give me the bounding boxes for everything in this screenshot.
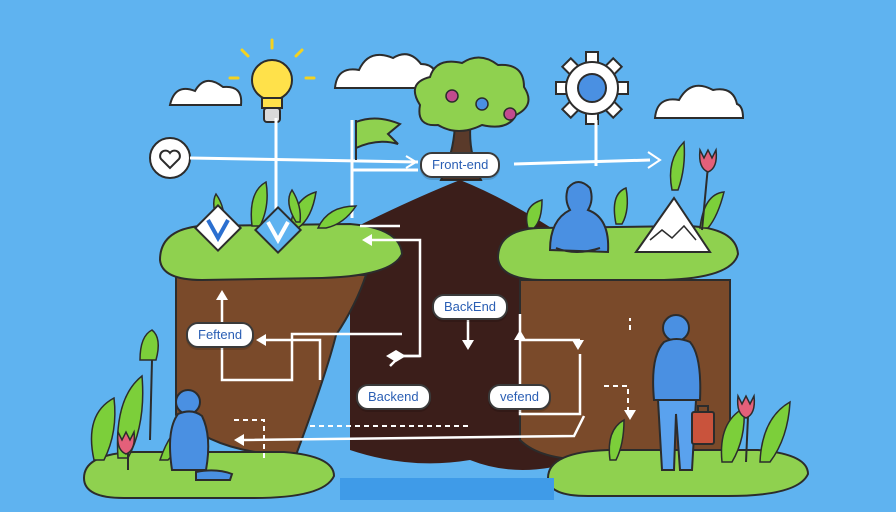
flow-arrow-heads — [216, 234, 636, 446]
label-vefend: vefend — [488, 384, 552, 410]
connector-lines — [189, 118, 651, 218]
tulip-icon — [116, 429, 136, 470]
person-sitting-top — [548, 181, 610, 254]
lightbulb-icon — [228, 38, 316, 123]
label-feftend: Feftend — [186, 322, 255, 348]
plant — [608, 400, 791, 463]
tulip-icon — [698, 147, 718, 231]
arrow-head — [647, 151, 662, 169]
right-ground — [546, 449, 810, 497]
gear-icon — [555, 51, 629, 125]
person-kneeling — [169, 389, 234, 481]
flow-lines — [220, 224, 586, 442]
vue-logo-icon — [193, 203, 243, 253]
water — [340, 478, 554, 500]
plant — [525, 140, 725, 229]
briefcase-icon — [691, 405, 715, 445]
vue-logo-icon — [253, 205, 303, 255]
flow-dashed-lines — [234, 318, 631, 460]
arrow-head — [405, 155, 418, 169]
label-backend-mid: BackEnd — [432, 294, 509, 320]
cloud — [168, 80, 243, 106]
heart-icon — [149, 137, 191, 179]
person-standing — [652, 314, 702, 471]
plant-stem — [149, 359, 153, 441]
mountain-icon — [634, 196, 712, 253]
flag-icon — [355, 117, 402, 160]
cloud — [653, 84, 745, 119]
tulip-icon — [736, 393, 756, 463]
label-backend-bottom: Backend — [356, 384, 431, 410]
label-frontend: Front-end — [420, 152, 501, 178]
cloud — [333, 53, 441, 89]
